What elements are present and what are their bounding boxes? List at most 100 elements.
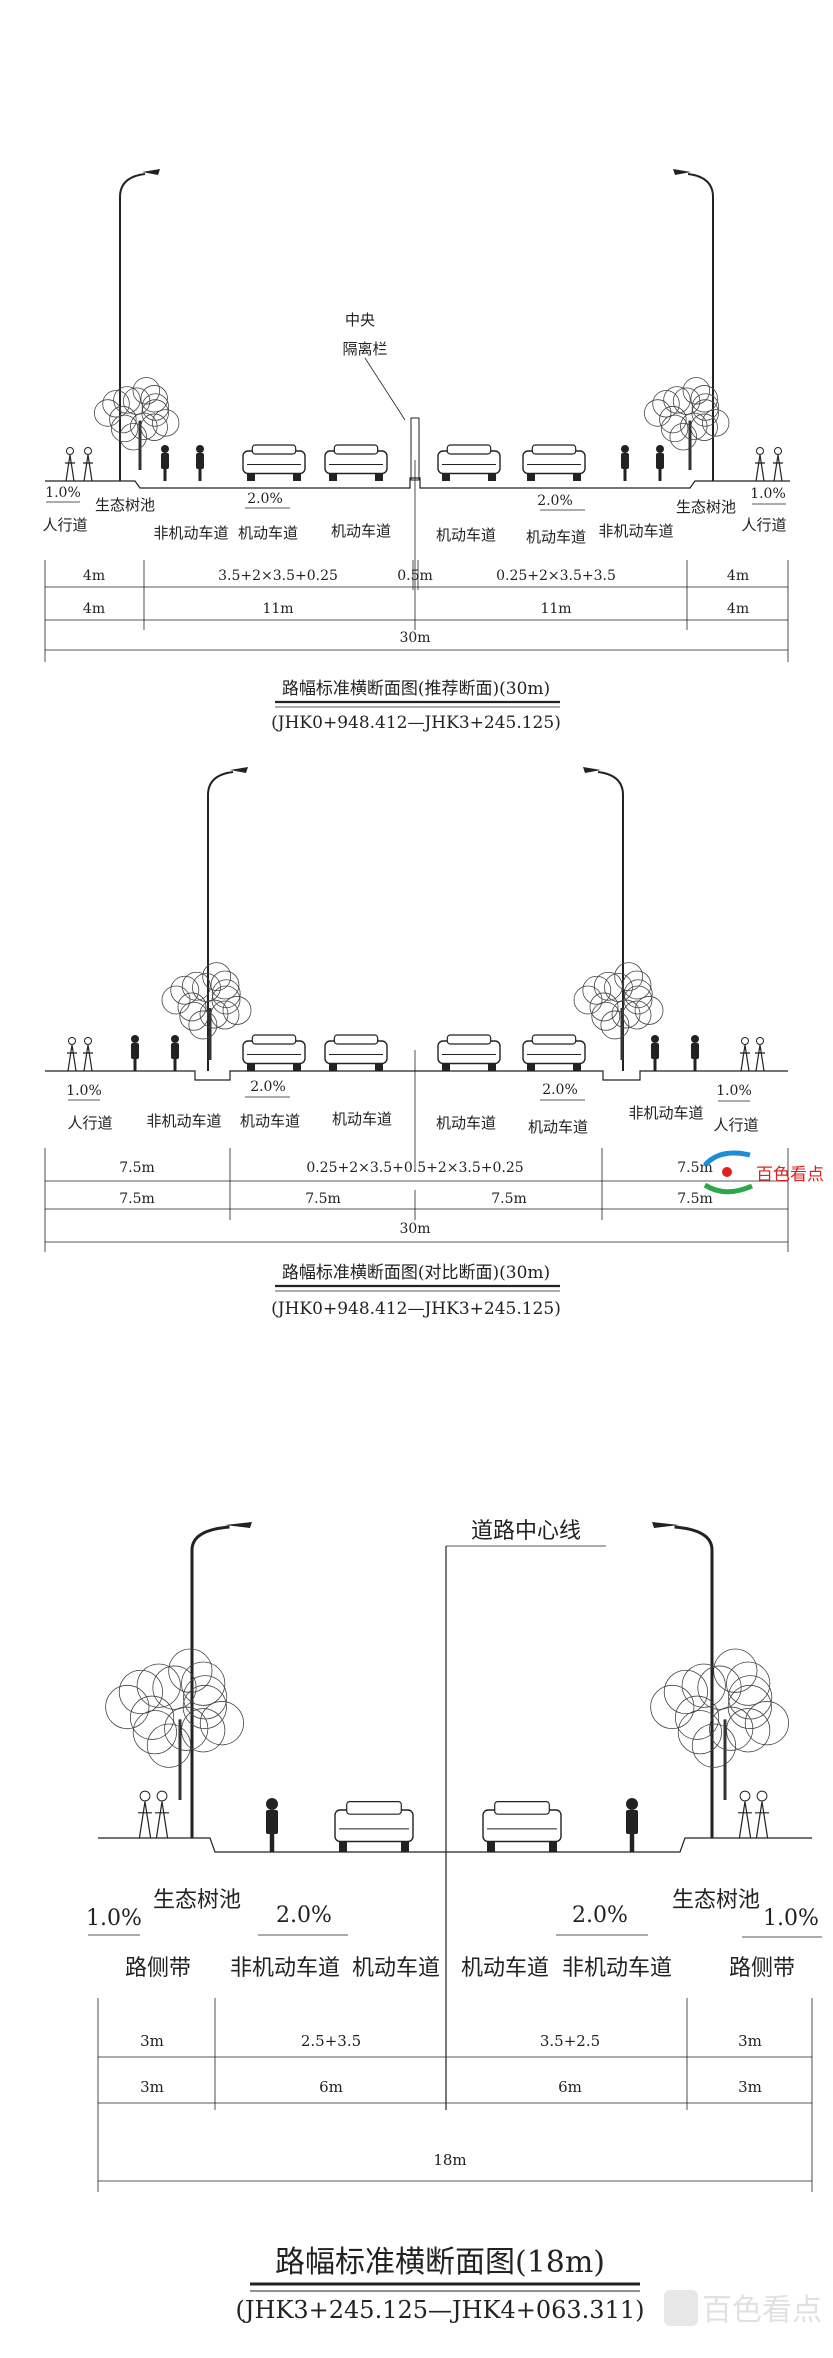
section-subtitle: (JHK3+245.125—JHK4+063.311) (236, 2296, 645, 2324)
car-roof-icon (531, 1034, 577, 1045)
tree-foliage-icon (691, 1723, 737, 1768)
motor-lane-label: 机动车道 (528, 1118, 588, 1136)
cyclist-body-icon (266, 1810, 278, 1834)
cyclist-body-icon (626, 1810, 638, 1834)
tree-foliage-icon (669, 423, 697, 451)
section-subtitle: (JHK0+948.412—JHK3+245.125) (271, 713, 561, 733)
section-comparison-30m: 1.0% 人行道 非机动车道 2.0% 机动车道 机动车道 机动车道 2.0% … (44, 1050, 824, 1319)
watermark-text: 百色看点 (702, 2293, 822, 2328)
lamp-head-icon (673, 169, 691, 175)
tree-foliage-icon (181, 1708, 226, 1753)
cyclist-body-icon (131, 1043, 139, 1059)
slope-label: 2.0% (276, 1903, 332, 1928)
tree-foliage-icon (168, 1648, 213, 1693)
tree-foliage-icon (660, 414, 689, 443)
pedestrian-head-icon (739, 1790, 751, 1802)
tree-foliage-icon (211, 979, 241, 1009)
pedestrian-head-icon (156, 1790, 168, 1802)
car-roof-icon (333, 1034, 379, 1045)
dimension-value: 7.5m (119, 1160, 155, 1176)
car-roof-icon (446, 1034, 492, 1045)
tree-foliage-icon (152, 1665, 197, 1710)
dimension-value: 7.5m (305, 1191, 341, 1207)
dimension-value: 3m (140, 2078, 164, 2096)
lamp-head-icon (230, 767, 248, 773)
tree-foliage-icon (151, 409, 180, 437)
car-wheel-icon (339, 1841, 347, 1852)
cyclist-head-icon (161, 445, 169, 453)
motor-lane-label: 机动车道 (436, 526, 496, 544)
section-18m: 道路中心线 1.0% 生态树池 2.0% 路侧带 非机动车道 机动车道 机动车道… (86, 1519, 822, 2324)
tree-foliage-icon (573, 985, 603, 1015)
sidewalk-label: 人行道 (741, 516, 786, 534)
tree-foliage-icon (659, 405, 687, 434)
cyclist-body-icon (621, 453, 629, 469)
motor-lane-label: 机动车道 (526, 528, 586, 546)
tree-foliage-icon (141, 393, 170, 421)
pedestrian-icon (755, 454, 765, 482)
tree-foliage-icon (726, 1661, 771, 1706)
lamp-head-icon (652, 1522, 679, 1528)
tree-foliage-icon (697, 1665, 742, 1710)
tree-foliage-icon (622, 970, 652, 1000)
dimension-value: 0.5m (397, 568, 433, 584)
car-roof-icon (333, 444, 379, 455)
tree-foliage-icon (105, 1684, 150, 1730)
dimension-value: 3m (738, 2078, 762, 2096)
total-width: 30m (399, 630, 430, 646)
cyclist-body-icon (651, 1043, 659, 1059)
cyclist-head-icon (656, 445, 664, 453)
tree-foliage-icon (183, 1675, 228, 1720)
cyclist-head-icon (651, 1035, 659, 1043)
dimension-value: 11m (262, 601, 293, 617)
tree-foliage-icon (199, 1701, 244, 1746)
pedestrian-icon (83, 1044, 93, 1072)
bike-lane-label: 非机动车道 (562, 1956, 672, 1981)
pedestrian-icon (83, 454, 93, 482)
street-lamp-icon (597, 771, 624, 1071)
dimension-value: 0.25+2×3.5+0.5+2×3.5+0.25 (306, 1160, 523, 1176)
slope-label: 1.0% (763, 1906, 819, 1931)
side-strip-label: 路侧带 (125, 1956, 191, 1981)
motor-lane-label: 机动车道 (240, 1112, 300, 1130)
tree-foliage-icon (132, 377, 161, 405)
slope-label: 2.0% (537, 493, 573, 509)
pedestrian-head-icon (756, 1037, 764, 1045)
car-wheel-icon (573, 473, 581, 481)
pedestrian-icon (67, 1044, 77, 1072)
sidewalk-label: 人行道 (67, 1114, 112, 1132)
pedestrian-head-icon (741, 1037, 749, 1045)
slope-label: 2.0% (542, 1082, 578, 1098)
side-strip-label: 路侧带 (729, 1956, 795, 1981)
tree-foliage-icon (179, 1001, 209, 1031)
tree-foliage-icon (170, 975, 200, 1005)
tree-foliage-icon (713, 1648, 758, 1693)
tree-foliage-icon (634, 996, 664, 1025)
lamp-head-icon (583, 767, 601, 773)
car-roof-icon (531, 444, 577, 455)
pedestrian-head-icon (756, 447, 764, 455)
cyclist-head-icon (196, 445, 204, 453)
dimension-value: 4m (83, 601, 105, 617)
car-wheel-icon (487, 1841, 495, 1852)
car-roof-icon (251, 1034, 297, 1045)
illustrations (65, 169, 789, 1852)
slope-label: 1.0% (86, 1906, 142, 1931)
dimension-value: 6m (319, 2078, 343, 2096)
cyclist-head-icon (626, 1798, 638, 1810)
pedestrian-icon (738, 1801, 752, 1839)
watermark-logo (664, 2290, 698, 2326)
tree-foliage-icon (136, 1663, 181, 1708)
tree-foliage-icon (113, 386, 141, 414)
tree-foliage-icon (604, 973, 633, 1002)
tree-foliage-icon (188, 1010, 218, 1040)
sidewalk-label: 人行道 (42, 516, 87, 534)
tree-foliage-icon (591, 1001, 621, 1031)
pedestrian-icon (65, 454, 75, 482)
dimension-value: 6m (558, 2078, 582, 2096)
cyclist-body-icon (161, 453, 169, 469)
cyclist-body-icon (171, 1043, 179, 1059)
pedestrian-head-icon (84, 447, 92, 455)
tree-foliage-icon (672, 387, 701, 415)
cyclist-head-icon (266, 1798, 278, 1810)
